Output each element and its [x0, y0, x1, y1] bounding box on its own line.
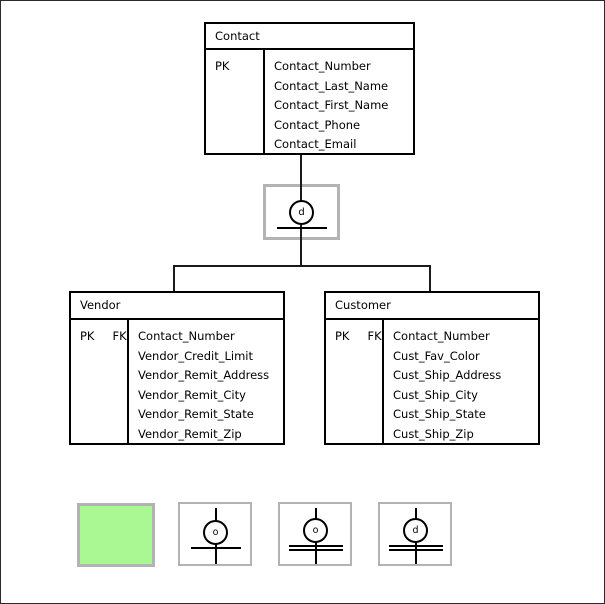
connector-contact-to-specialization	[300, 155, 302, 187]
specialization-partial-bar	[277, 227, 327, 229]
legend-item-overlapping-partial[interactable]: o	[178, 502, 252, 566]
specialization-stem-lower	[300, 225, 302, 266]
key-label-pk: PK	[80, 329, 95, 343]
legend-total-bar-lower	[389, 549, 443, 551]
entity-contact-attributes: Contact_Number Contact_Last_Name Contact…	[265, 50, 413, 153]
legend-partial-bar	[191, 547, 241, 549]
entity-customer-title: Customer	[326, 293, 538, 320]
attribute-row: Contact_First_Name	[274, 98, 389, 112]
legend-item-selection-swatch[interactable]	[77, 503, 155, 567]
entity-contact-title: Contact	[206, 24, 413, 50]
entity-contact[interactable]: Contact PK Contact_Number Contact_Last_N…	[204, 22, 415, 155]
attribute-row: Vendor_Remit_State	[138, 407, 254, 421]
attribute-row: Contact_Email	[274, 137, 357, 151]
attribute-row: Contact_Number	[138, 329, 235, 343]
entity-customer-key-column: PK FK	[326, 320, 384, 443]
entity-vendor[interactable]: Vendor PK FK Contact_Number Vendor_Credit…	[69, 291, 285, 445]
specialization-disjoint-circle[interactable]: d	[289, 200, 314, 225]
attribute-row: Vendor_Remit_City	[138, 387, 246, 402]
attribute-row: Cust_Ship_State	[393, 407, 486, 421]
entity-vendor-attributes: Contact_Number Vendor_Credit_Limit Vendo…	[129, 320, 283, 443]
connector-branch-right-drop	[429, 265, 431, 292]
entity-customer-body: PK FK Contact_Number Cust_Fav_Color Cust_…	[326, 320, 538, 443]
attribute-row: Vendor_Credit_Limit	[138, 348, 253, 363]
legend-disjoint-circle: d	[403, 518, 428, 543]
key-label-pk: PK	[215, 59, 230, 73]
key-label-fk: FK	[112, 329, 127, 343]
legend-total-bar-lower	[289, 549, 343, 551]
legend-overlapping-circle: o	[303, 518, 328, 543]
entity-vendor-body: PK FK Contact_Number Vendor_Credit_Limit …	[71, 320, 283, 443]
attribute-row: Vendor_Remit_Address	[138, 368, 270, 382]
entity-customer[interactable]: Customer PK FK Contact_Number Cust_Fav_Co…	[324, 291, 540, 445]
specialization-stem-upper	[300, 184, 302, 201]
entity-customer-attributes: Contact_Number Cust_Fav_Color Cust_Ship_…	[384, 320, 538, 443]
attribute-row: Vendor_Remit_Zip	[138, 426, 242, 441]
attribute-row: Cust_Ship_Zip	[393, 426, 474, 441]
attribute-row: Contact_Number	[393, 329, 490, 343]
entity-vendor-title: Vendor	[71, 293, 283, 320]
entity-contact-key-column: PK	[206, 50, 265, 153]
attribute-row: Contact_Last_Name	[274, 78, 389, 93]
key-label-fk: FK	[367, 329, 382, 343]
entity-contact-body: PK Contact_Number Contact_Last_Name Cont…	[206, 50, 413, 153]
attribute-row: Cust_Ship_Address	[393, 368, 502, 382]
connector-branch-horizontal	[173, 265, 431, 267]
key-label-pk: PK	[335, 329, 350, 343]
entity-vendor-key-column: PK FK	[71, 320, 129, 443]
attribute-row: Contact_Number	[274, 59, 371, 73]
legend-item-disjoint-total[interactable]: d	[378, 502, 452, 566]
attribute-row: Cust_Fav_Color	[393, 348, 480, 363]
legend-total-bar-upper	[389, 545, 443, 547]
legend-overlapping-circle: o	[203, 520, 228, 545]
connector-branch-left-drop	[173, 265, 175, 292]
legend-item-overlapping-total[interactable]: o	[278, 502, 352, 566]
attribute-row: Contact_Phone	[274, 117, 361, 132]
attribute-row: Cust_Ship_City	[393, 387, 478, 402]
legend-total-bar-upper	[289, 545, 343, 547]
